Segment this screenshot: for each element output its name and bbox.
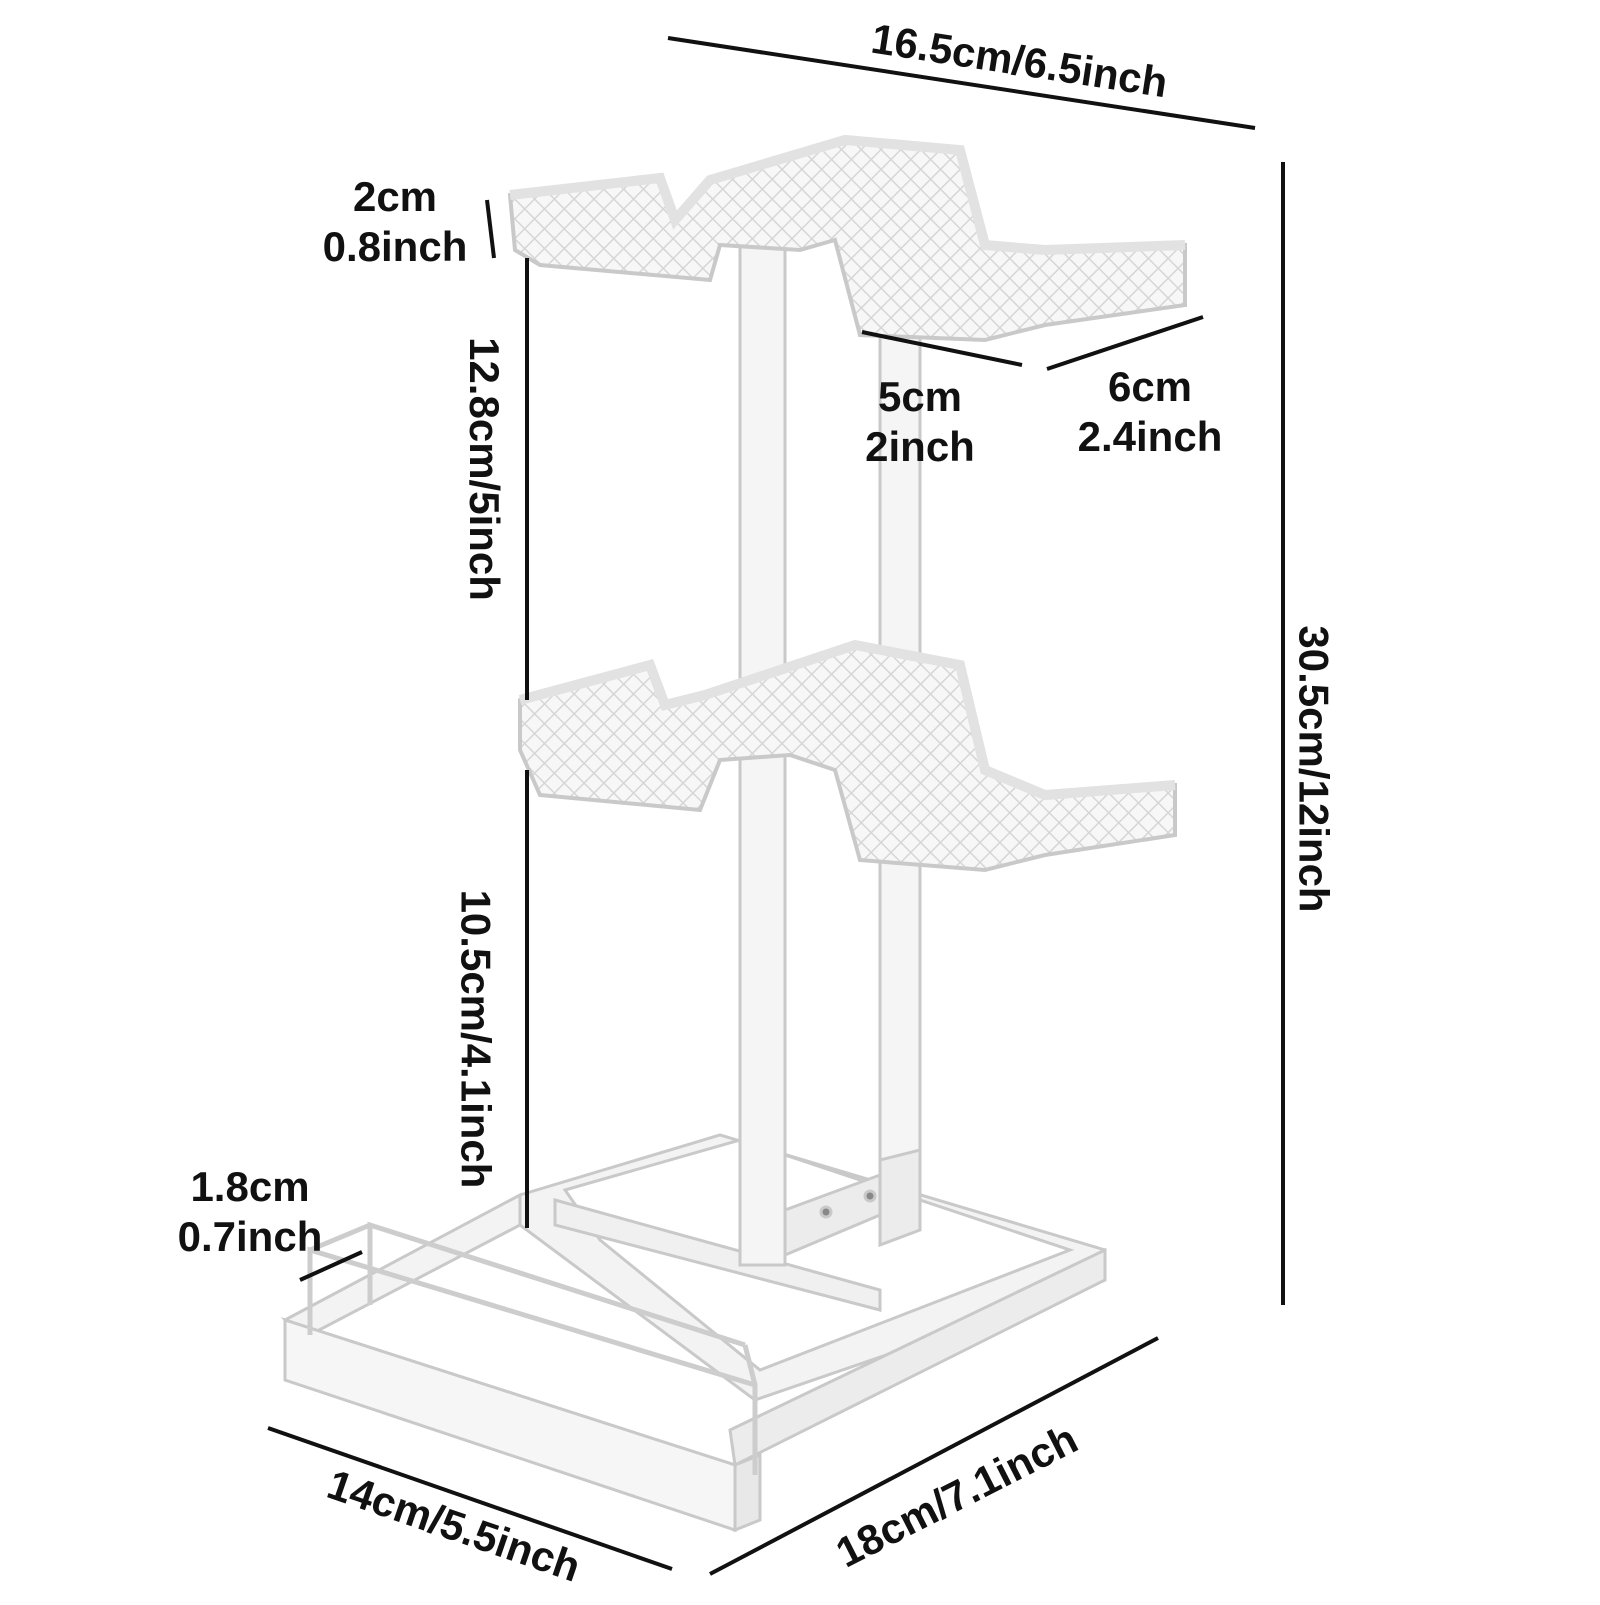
tray-depth-cm: 6cm: [1107, 363, 1193, 410]
base-rail: [307, 1221, 758, 1475]
lower-tray: [518, 639, 1177, 873]
tray-lip-line: [485, 199, 496, 259]
tray-inner-label: 5cm 2inch: [835, 372, 1005, 472]
tray-lip-cm: 2cm: [352, 173, 438, 220]
tray-inner-in: 2inch: [865, 423, 975, 470]
tray-inner-cm: 5cm: [877, 373, 963, 420]
base-width-line: [267, 1426, 673, 1571]
tray-lip-label: 2cm 0.8inch: [310, 172, 480, 272]
base-length-line: [709, 1336, 1159, 1576]
base-lip-cm: 1.8cm: [190, 1163, 310, 1210]
upper-tray: [507, 134, 1187, 343]
tray-inner-line: [861, 330, 1023, 367]
base-lip-line: [299, 1250, 363, 1282]
tray-lip-in: 0.8inch: [322, 223, 468, 270]
dimension-lines: [267, 36, 1285, 1576]
base-lip-in: 0.7inch: [177, 1213, 323, 1260]
base-frame: [280, 1133, 1107, 1533]
tray-depth-in: 2.4inch: [1077, 413, 1223, 460]
upper-gap-label: 12.8cm/5inch: [460, 337, 508, 601]
tray-depth-line: [1046, 315, 1204, 371]
base-lip-label: 1.8cm 0.7inch: [160, 1162, 340, 1262]
total-height-label: 30.5cm/12inch: [1290, 625, 1338, 913]
tray-depth-label: 6cm 2.4inch: [1070, 362, 1230, 462]
top-width-line: [667, 36, 1256, 130]
lower-gap-label: 10.5cm/4.1inch: [452, 889, 500, 1189]
